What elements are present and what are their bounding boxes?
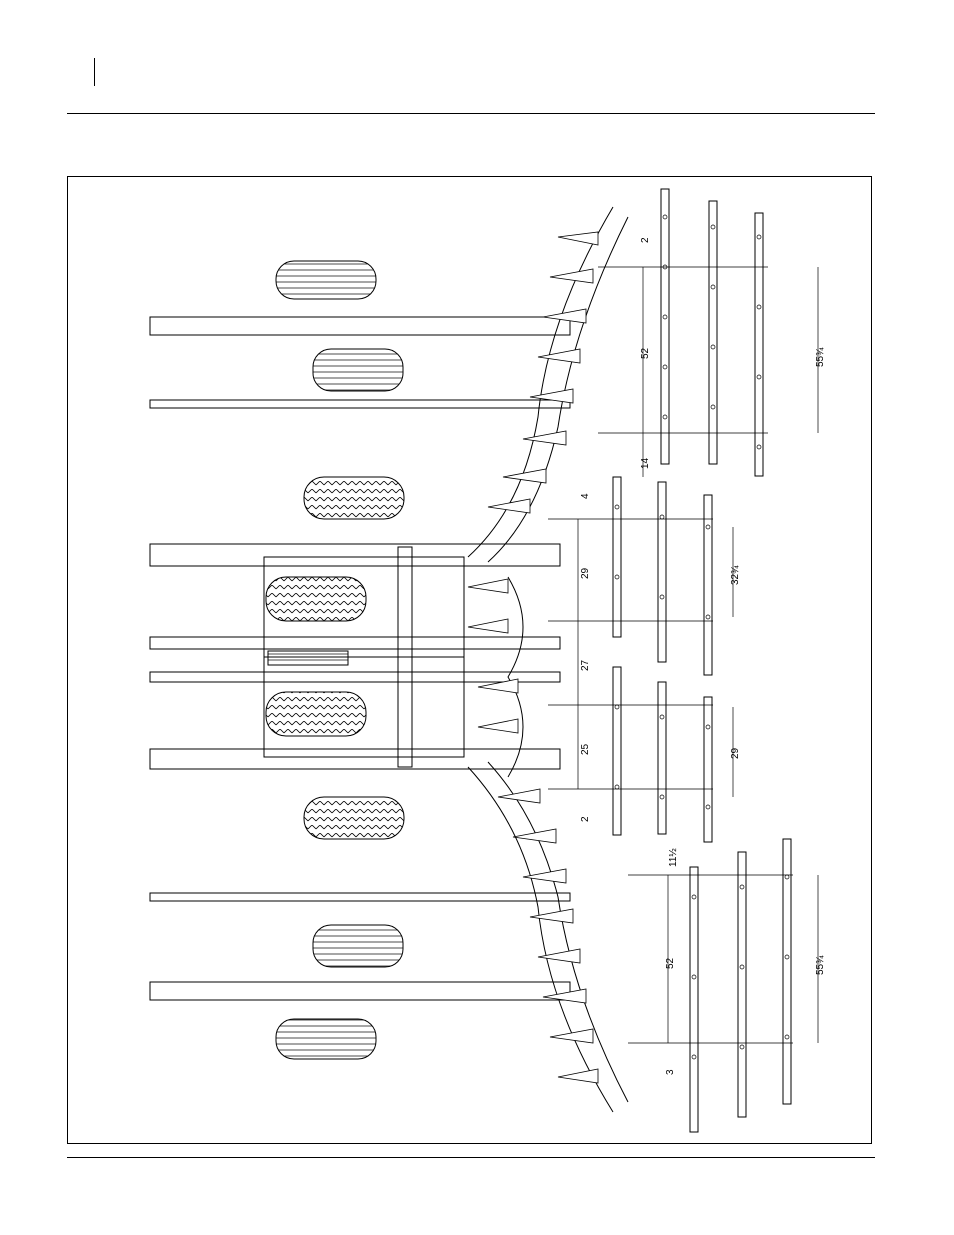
implement-diagram: 2 52 55¾ 14 4 29 32¾ 27 25 29 2 11½ 52 5… <box>68 177 872 1144</box>
dim-bot-c: 55¾ <box>815 955 826 975</box>
dim-top-b: 52 <box>640 347 651 359</box>
dim-mid-d: 27 <box>580 659 591 671</box>
dim-mid-a: 4 <box>580 493 591 499</box>
dim-mid-f: 29 <box>730 747 741 759</box>
dim-mid-g: 2 <box>580 816 591 822</box>
dim-top-a: 2 <box>640 237 651 243</box>
dim-bot-b: 52 <box>665 957 676 969</box>
dim-top-c: 55¾ <box>815 347 826 367</box>
harrow-bars <box>613 189 791 1132</box>
figure-frame: 2 52 55¾ 14 4 29 32¾ 27 25 29 2 11½ 52 5… <box>67 176 872 1144</box>
dim-top-d: 14 <box>640 457 651 469</box>
header-rule <box>67 113 875 114</box>
dim-mid-b: 29 <box>580 567 591 579</box>
disc-blades <box>468 232 598 1083</box>
dim-bot-d: 3 <box>665 1069 676 1075</box>
dim-mid-c: 32¾ <box>730 565 741 585</box>
frame-rails <box>150 317 570 1000</box>
disc-gangs <box>468 207 628 1112</box>
dim-bot-a: 11½ <box>668 848 679 867</box>
dim-mid-e: 25 <box>580 743 591 755</box>
header-marker <box>94 58 95 86</box>
footer-rule <box>67 1157 875 1158</box>
